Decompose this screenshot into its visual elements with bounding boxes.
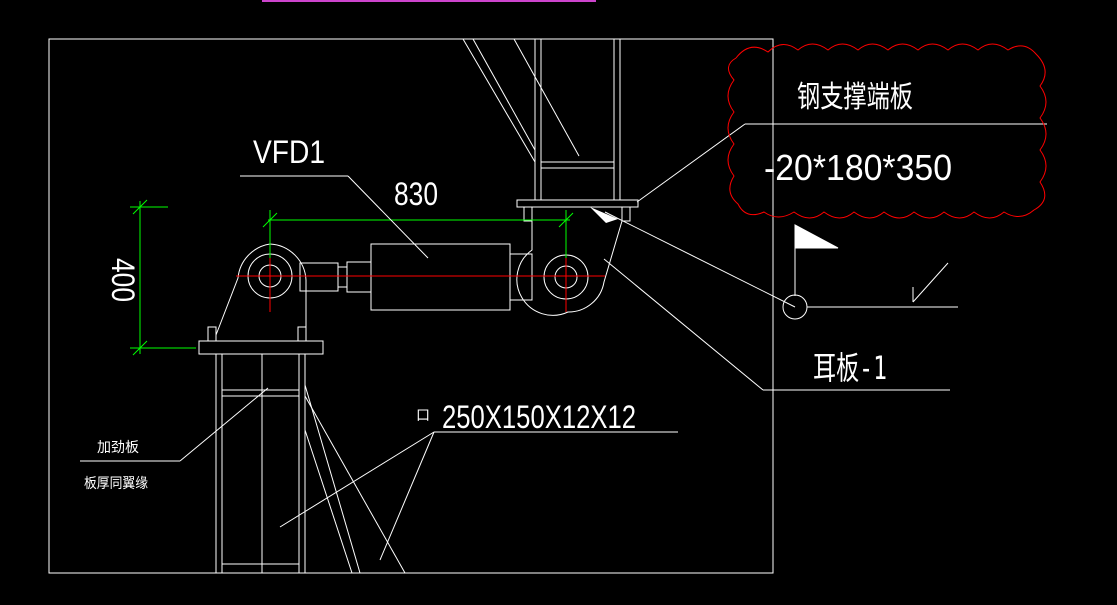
end-plate-title: 钢支撑端板 (797, 80, 913, 115)
ear-plate-label: 耳板-1 (813, 349, 887, 387)
left-ear-plate (207, 243, 307, 342)
lower-end-plate (198, 340, 324, 355)
height-dim-400: 400 (105, 258, 141, 302)
drawing-frame (48, 38, 774, 574)
dimension-400 (130, 199, 196, 356)
damper-body (299, 243, 533, 311)
lower-steel-member (215, 354, 406, 574)
damper-tag: VFD1 (253, 134, 325, 170)
revision-cloud (727, 43, 1047, 219)
end-plate-spec: -20*180*350 (764, 147, 952, 188)
upper-end-plate (516, 199, 639, 222)
stiffener-label-1: 加劲板 (97, 440, 139, 456)
tube-symbol: 口 (416, 408, 430, 424)
leader-arrow (590, 207, 618, 223)
weld-symbol (782, 224, 958, 320)
dimension-830 (262, 210, 574, 258)
upper-steel-member (462, 38, 621, 200)
tube-spec: 250X150X12X12 (442, 399, 636, 435)
damper-length-dim: 830 (394, 176, 438, 212)
leader-lines (80, 123, 1047, 561)
stiffener-label-2: 板厚同翼缘 (84, 476, 148, 492)
